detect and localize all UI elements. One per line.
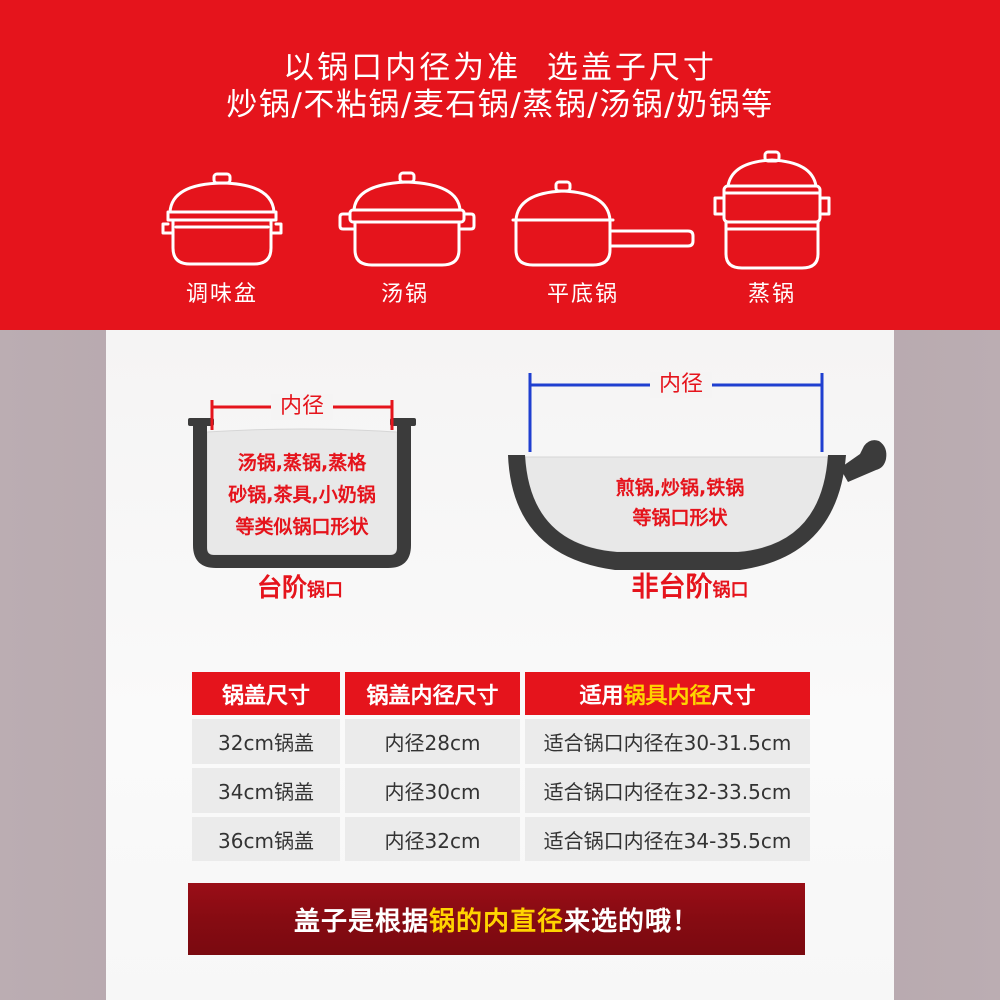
pot-body xyxy=(171,218,273,266)
pot-body xyxy=(514,220,612,267)
pot-body xyxy=(353,220,461,267)
stepped-rim-pot-diagram xyxy=(188,400,416,568)
table-cell-lid-inner: 内径32cm xyxy=(345,817,520,861)
table-header-fits: 适用锅具内径尺寸 xyxy=(525,672,810,715)
title-line-1: 以锅口内径为准 选盖子尺寸 xyxy=(283,50,717,86)
side-handles xyxy=(713,196,831,216)
table-header-lid-size: 锅盖尺寸 xyxy=(192,672,340,715)
table-cell-lid-size: 32cm锅盖 xyxy=(192,719,340,764)
footer-highlight: 锅的内直径 xyxy=(428,906,564,937)
header-band xyxy=(0,0,1000,330)
saucepan-icon xyxy=(511,180,695,267)
pot-interior xyxy=(206,428,398,556)
footer-prefix: 盖子是根据 xyxy=(293,906,429,937)
flat-caption-main: 非台阶 xyxy=(631,572,713,603)
stepped-pot-example-line: 汤锅,蒸锅,蒸格 xyxy=(237,452,367,474)
side-ears xyxy=(161,222,283,235)
long-handle xyxy=(608,229,695,248)
flat-pot-example-line: 等锅口形状 xyxy=(632,507,728,529)
lid-rim xyxy=(166,210,278,222)
stepped-pot-examples: 汤锅,蒸锅,蒸格 砂锅,茶具,小奶锅 等类似锅口形状 xyxy=(205,447,399,543)
table-header-fits-prefix: 适用 xyxy=(579,683,624,709)
title-line-2: 炒锅/不粘锅/麦石锅/蒸锅/汤锅/奶锅等 xyxy=(226,87,774,123)
lower-tier xyxy=(724,220,820,270)
table-header-lid-inner: 锅盖内径尺寸 xyxy=(345,672,520,715)
stepped-measure-label: 内径 xyxy=(270,394,334,420)
rim-step-left xyxy=(188,418,214,426)
table-cell-lid-size: 36cm锅盖 xyxy=(192,817,340,861)
seasoning-basin-icon xyxy=(161,172,283,266)
rim-step-right xyxy=(390,418,416,426)
table-header-fits-suffix: 尺寸 xyxy=(711,683,756,709)
steamer-icon xyxy=(713,150,831,270)
table-header-fits-highlight: 锅具内径 xyxy=(623,683,712,709)
wok-handle xyxy=(840,440,887,482)
flat-caption-suffix: 锅口 xyxy=(712,580,749,601)
stepped-pot-example-line: 砂锅,茶具,小奶锅 xyxy=(228,484,376,506)
soup-pot-icon xyxy=(338,171,476,267)
stepped-caption-suffix: 锅口 xyxy=(307,580,343,601)
flat-pot-examples: 煎锅,炒锅,铁锅 等锅口形状 xyxy=(530,473,830,533)
table-cell-lid-inner: 内径28cm xyxy=(345,719,520,764)
upper-tier xyxy=(722,184,822,224)
table-cell-fits: 适合锅口内径在34-35.5cm xyxy=(525,817,810,861)
pot-type-label-steamer: 蒸锅 xyxy=(747,282,796,307)
lid-dome xyxy=(726,158,818,188)
lid-dome xyxy=(168,181,276,214)
lid-rim xyxy=(348,208,466,224)
table-cell-fits: 适合锅口内径在32-33.5cm xyxy=(525,768,810,813)
side-handles xyxy=(338,212,476,231)
lid-dome xyxy=(514,189,612,222)
footer-suffix: 来选的哦！ xyxy=(564,906,700,937)
flat-pot-example-line: 煎锅,炒锅,铁锅 xyxy=(615,477,745,499)
stepped-rim-caption: 台阶锅口 xyxy=(200,572,400,607)
stepped-pot-example-line: 等类似锅口形状 xyxy=(235,516,369,538)
flat-rim-wok-diagram xyxy=(508,373,887,570)
lid-dome xyxy=(352,180,462,212)
pot-type-label-soup-pot: 汤锅 xyxy=(380,282,429,307)
stepped-caption-main: 台阶 xyxy=(256,573,307,602)
flat-measure-label: 内径 xyxy=(649,372,713,398)
flat-rim-caption: 非台阶锅口 xyxy=(580,571,800,608)
table-cell-lid-inner: 内径30cm xyxy=(345,768,520,813)
pot-type-label-saucepan: 平底锅 xyxy=(546,282,619,307)
pot-type-label-seasoning-basin: 调味盆 xyxy=(185,282,258,307)
table-cell-fits: 适合锅口内径在30-31.5cm xyxy=(525,719,810,764)
lid-size-table: 锅盖尺寸 锅盖内径尺寸 适用锅具内径尺寸 32cm锅盖 内径28cm 适合锅口内… xyxy=(192,672,810,861)
table-cell-lid-size: 34cm锅盖 xyxy=(192,768,340,813)
footer-banner: 盖子是根据锅的内直径来选的哦！ xyxy=(188,883,805,955)
